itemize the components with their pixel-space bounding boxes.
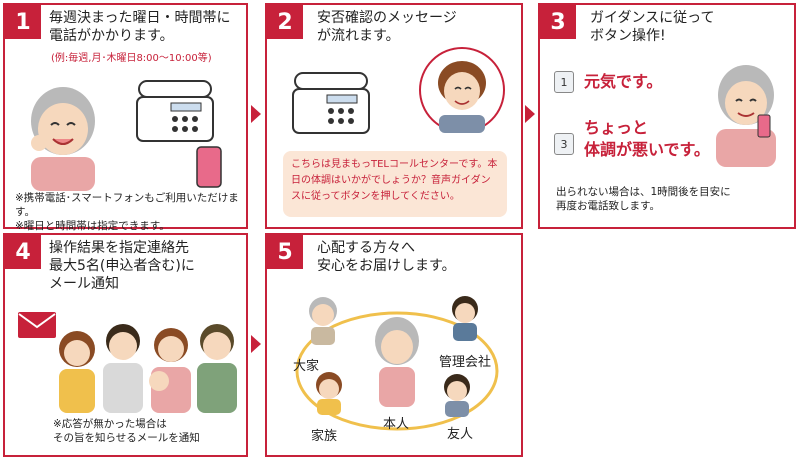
label-family: 家族 xyxy=(311,429,338,444)
person-landlord-icon xyxy=(309,297,337,345)
step-4-panel: 4 操作結果を指定連絡先 最大5名(申込者含む)に メール通知 ※応答が無かった… xyxy=(3,233,248,457)
no-answer-mail-note: ※応答が無かった場合は その旨を知らせるメールを通知 xyxy=(53,418,200,444)
step-title: 毎週決まった曜日・時間帯に 電話がかかります。 xyxy=(49,10,231,44)
step-2-panel: 2 安否確認のメッセージ が流れます。 こちらは見まもっTELコールセンターです… xyxy=(265,3,523,229)
mail-icon xyxy=(18,312,56,338)
person-family-icon xyxy=(316,372,342,415)
label-landlord: 大家 xyxy=(293,359,320,374)
key-1-button: 1 xyxy=(554,71,574,93)
telephone-icon xyxy=(292,72,370,134)
arrow-right-icon xyxy=(251,335,261,353)
arrow-right-icon xyxy=(251,105,261,123)
step-notes: ※携帯電話･スマートフォンもご利用いただけます。 ※曜日と時間帯は指定できます。 xyxy=(15,192,239,232)
option-1-label: 元気です。 xyxy=(584,72,663,91)
step-number: 3 xyxy=(540,5,576,39)
person-management-icon xyxy=(452,296,478,341)
person-friend-icon xyxy=(444,374,470,417)
step-title: ガイダンスに従って ボタン操作! xyxy=(590,10,715,44)
network-ring xyxy=(295,296,499,431)
elderly-woman-icon xyxy=(31,87,95,191)
step-1-panel: 1 毎週決まった曜日・時間帯に 電話がかかります。 (例:毎週,月･木曜日8:0… xyxy=(3,3,248,232)
step-title: 安否確認のメッセージ が流れます。 xyxy=(317,10,457,44)
option-3-label: ちょっと 体調が悪いです。 xyxy=(584,118,710,159)
arrow-right-icon xyxy=(525,105,535,123)
label-self: 本人 xyxy=(383,417,410,432)
step-number: 5 xyxy=(267,235,303,269)
step-example: (例:毎週,月･木曜日8:00～10:00等) xyxy=(51,53,212,64)
person-self-icon xyxy=(375,317,419,407)
family-group-icon xyxy=(59,324,237,413)
step-5-panel: 5 心配する方々へ 安心をお届けします。 大家 管理会社 本人 家族 友人 xyxy=(265,233,523,457)
label-friend: 友人 xyxy=(447,427,474,442)
operator-icon xyxy=(419,47,505,133)
step-3-panel: 3 ガイダンスに従って ボタン操作! 1 元気です。 3 ちょっと 体調が悪いで… xyxy=(538,3,796,229)
step-title: 操作結果を指定連絡先 最大5名(申込者含む)に メール通知 xyxy=(49,240,195,292)
step-title: 心配する方々へ 安心をお届けします。 xyxy=(317,240,456,274)
step-number: 1 xyxy=(5,5,41,39)
no-answer-note: 出られない場合は、1時間後を目安に 再度お電話致します。 xyxy=(556,186,731,212)
telephone-icon xyxy=(136,80,214,142)
key-3-button: 3 xyxy=(554,133,574,155)
elderly-woman-icon xyxy=(716,65,776,167)
label-management: 管理会社 xyxy=(439,355,492,370)
guidance-message: こちらは見まもっTELコールセンターです。本日の体調はいかがでしょうか？音声ガイ… xyxy=(283,151,507,217)
step-number: 4 xyxy=(5,235,41,269)
smartphone-icon xyxy=(196,146,222,188)
step-number: 2 xyxy=(267,5,303,39)
